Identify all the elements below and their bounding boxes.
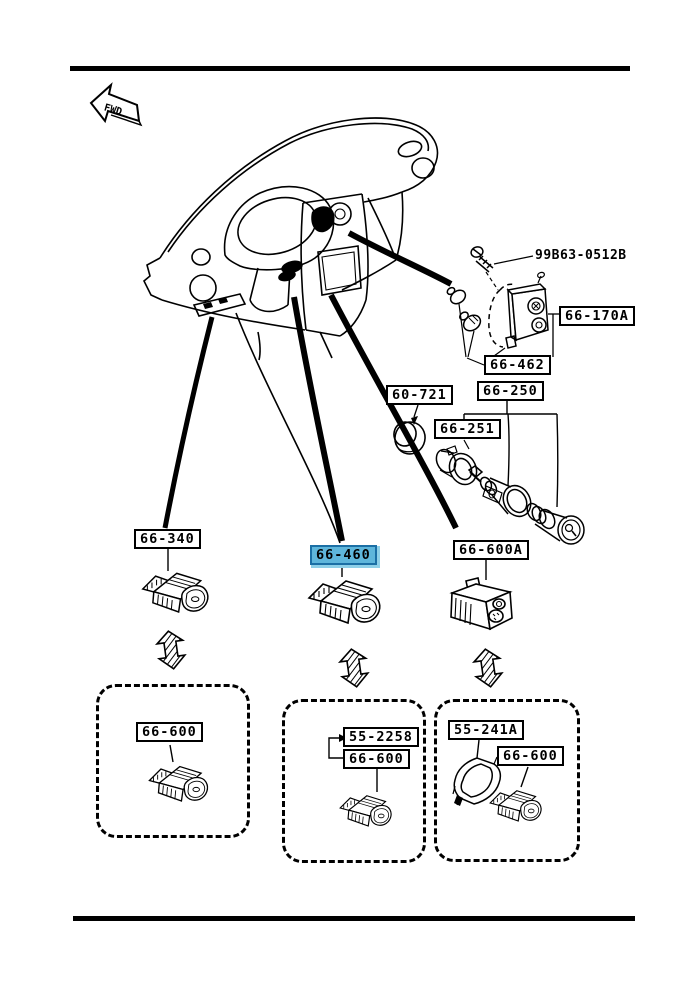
interchange-arrow-right [471, 646, 505, 690]
switch-66-460-part [308, 566, 381, 624]
interchange-arrow-left [154, 628, 188, 672]
part-label-66-250[interactable]: 66-250 [477, 381, 544, 401]
grommet-part [393, 404, 426, 455]
part-label-55-2258[interactable]: 55-2258 [343, 727, 419, 747]
lighter-bezel-part [435, 439, 478, 486]
illumination-bulbs [446, 286, 506, 366]
alt-group-right-box [434, 699, 580, 862]
top-border-rule [70, 66, 630, 71]
part-label-66-251[interactable]: 66-251 [434, 419, 501, 439]
part-label-alt-left-66-600[interactable]: 66-600 [136, 722, 203, 742]
dashboard-illustration [143, 117, 439, 361]
fwd-label: FWD [103, 102, 123, 118]
leader-lines [162, 230, 459, 544]
part-label-66-460-highlighted[interactable]: 66-460 [310, 545, 377, 565]
part-label-screw[interactable]: 99B63-0512B [535, 248, 627, 263]
mirror-switch-module [488, 271, 559, 357]
part-label-66-600A[interactable]: 66-600A [453, 540, 529, 560]
alt-group-middle-box [282, 699, 426, 863]
fwd-arrow: FWD [89, 82, 143, 127]
switch-66-340-part [142, 549, 209, 613]
screw-part [470, 246, 534, 291]
alt-right-parts [452, 739, 542, 822]
interchange-arrow-middle [337, 646, 371, 690]
part-label-alt-mid-66-600[interactable]: 66-600 [343, 749, 410, 769]
part-label-66-462[interactable]: 66-462 [484, 355, 551, 375]
cigar-lighter-assembly [463, 399, 585, 545]
part-label-66-170A[interactable]: 66-170A [559, 306, 635, 326]
alt-left-switch-part [148, 744, 209, 802]
switch-66-600a-part [449, 560, 513, 631]
part-label-60-721[interactable]: 60-721 [386, 385, 453, 405]
part-label-66-340[interactable]: 66-340 [134, 529, 201, 549]
bottom-border-rule [73, 916, 635, 921]
part-label-55-241A[interactable]: 55-241A [448, 720, 524, 740]
part-label-alt-right-66-600[interactable]: 66-600 [497, 746, 564, 766]
alt-group-left-box [96, 684, 250, 838]
